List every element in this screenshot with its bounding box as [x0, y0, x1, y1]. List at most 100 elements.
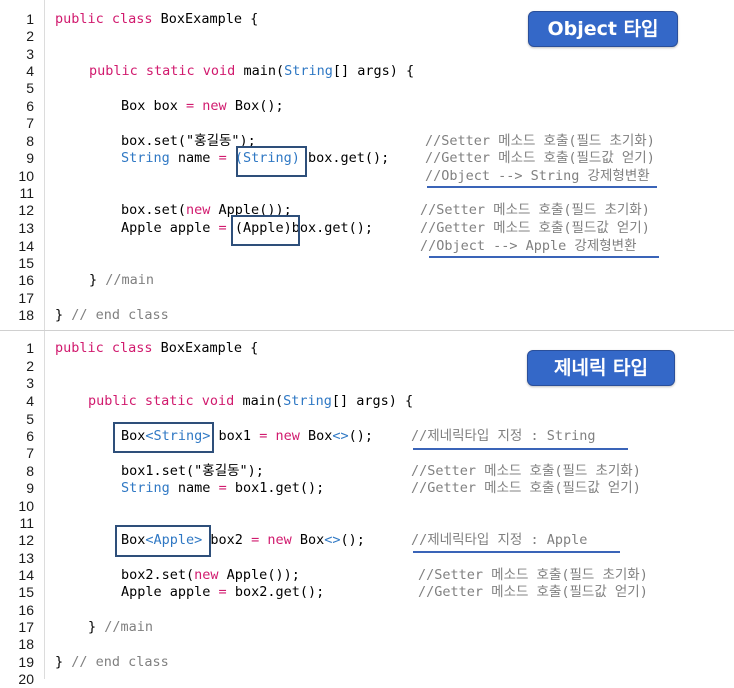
code-comment: //Object --> String 강제형변환 [425, 168, 650, 184]
code-text: (); [340, 532, 365, 548]
line-number: 20 [18, 671, 34, 687]
line-number: 15 [18, 584, 34, 600]
code-text: box2 [202, 532, 252, 548]
code-text: Apple apple [121, 220, 219, 236]
code-text: box1 [210, 428, 260, 444]
code-line: } // end class [55, 654, 169, 671]
code-line: box2.set(new Apple()); [121, 567, 300, 584]
line-number: 1 [26, 340, 34, 356]
object-type-badge: Object 타입 [528, 11, 678, 47]
code-text: box1.get(); [226, 480, 325, 496]
code-text: } [55, 654, 72, 670]
code-text: Apple apple [121, 584, 219, 600]
code-text: } [55, 307, 72, 323]
line-number: 13 [18, 550, 34, 566]
line-number: 16 [18, 272, 34, 288]
code-comment: //Getter 메소드 호출(필드값 얻기) [418, 584, 648, 600]
code-text: main( [235, 63, 285, 79]
type-name: String [121, 150, 170, 166]
line-number-gutter [0, 0, 45, 330]
code-text: name [169, 150, 219, 166]
type-name: Box [121, 532, 146, 548]
operator: = [251, 532, 260, 548]
code-text: box2.get(); [226, 584, 325, 600]
code-text: box2.set( [121, 567, 195, 583]
type-name: String [284, 63, 333, 79]
code-text: } [88, 619, 105, 635]
operator: = [218, 480, 227, 496]
line-number: 5 [26, 80, 34, 96]
line-number: 4 [26, 63, 34, 79]
code-text: [] args) { [331, 393, 414, 409]
line-number: 5 [26, 411, 34, 427]
line-number-gutter [0, 331, 45, 679]
code-comment: //Setter 메소드 호출(필드 초기화) [418, 567, 648, 583]
code-line: box.set("홍길동"); [121, 133, 256, 149]
generic-parameter: <String> [145, 428, 211, 444]
code-line: Apple apple = (Apple)box.get(); [121, 220, 373, 237]
inline-comment: // end class [71, 307, 169, 323]
type-name: Box [121, 98, 146, 114]
code-text: main( [234, 393, 284, 409]
line-number: 2 [26, 358, 34, 374]
line-number: 12 [18, 202, 34, 218]
line-number: 6 [26, 428, 34, 444]
code-text: public class BoxExample { [55, 11, 258, 27]
generic-highlight-box [113, 422, 214, 453]
operator: = [218, 150, 227, 166]
inline-comment: //main [104, 619, 154, 635]
keyword: new [259, 532, 292, 548]
code-text: box.get(); [291, 220, 373, 236]
line-number: 9 [26, 480, 34, 496]
code-line: } //main [89, 272, 154, 289]
code-text: } [89, 272, 106, 288]
code-line: box1.set("홍길동"); [121, 463, 264, 479]
line-number: 11 [19, 185, 34, 201]
line-number: 3 [26, 375, 34, 391]
code-text: box [145, 98, 187, 114]
line-number: 19 [18, 654, 34, 670]
keyword: public class [55, 11, 153, 27]
code-line: String name = (String) box.get(); [121, 150, 389, 167]
keyword: public class [55, 340, 153, 356]
code-line: String name = box1.get(); [121, 480, 324, 497]
code-text: Apple()); [210, 202, 292, 218]
keyword: public static void [88, 393, 235, 409]
line-number: 16 [18, 602, 34, 618]
operator: = [186, 98, 195, 114]
code-line: box.set(new Apple()); [121, 202, 292, 219]
code-line: public static void main(String[] args) { [89, 63, 414, 80]
type-name: String [283, 393, 332, 409]
code-text: box.set( [121, 202, 187, 218]
code-text: (); [348, 428, 374, 444]
diamond-operator: <> [324, 532, 341, 548]
code-line: Apple apple = box2.get(); [121, 584, 324, 601]
code-comment: //Getter 메소드 호출(필드값 얻기) [411, 480, 641, 496]
code-comment: //Setter 메소드 호출(필드 초기화) [411, 463, 641, 479]
cast-expression: (Apple) [226, 220, 292, 236]
code-comment: //Getter 메소드 호출(필드값 얻기) [425, 150, 655, 166]
code-text: [] args) { [332, 63, 415, 79]
code-comment: //제네릭타입 지정 : String [411, 428, 596, 444]
code-text: BoxExample { [152, 11, 259, 27]
line-number: 8 [26, 133, 34, 149]
comment-underline [413, 448, 628, 450]
line-number: 2 [26, 28, 34, 44]
line-number: 3 [26, 46, 34, 62]
line-number: 13 [18, 220, 34, 236]
line-number: 4 [26, 393, 34, 409]
line-number: 14 [18, 238, 34, 254]
line-number: 17 [18, 290, 34, 306]
code-line: public class BoxExample { [55, 340, 258, 357]
generic-highlight-box [115, 525, 211, 557]
code-comment: //Object --> Apple 강제형변환 [420, 238, 637, 254]
generic-parameter: <Apple> [145, 532, 203, 548]
code-comment: //Getter 메소드 호출(필드값 얻기) [420, 220, 650, 236]
type-name: Box [226, 98, 260, 114]
code-comment: //Setter 메소드 호출(필드 초기화) [420, 202, 650, 218]
code-comment: //제네릭타입 지정 : Apple [411, 532, 588, 548]
line-number: 9 [26, 150, 34, 166]
code-line: } // end class [55, 307, 169, 324]
